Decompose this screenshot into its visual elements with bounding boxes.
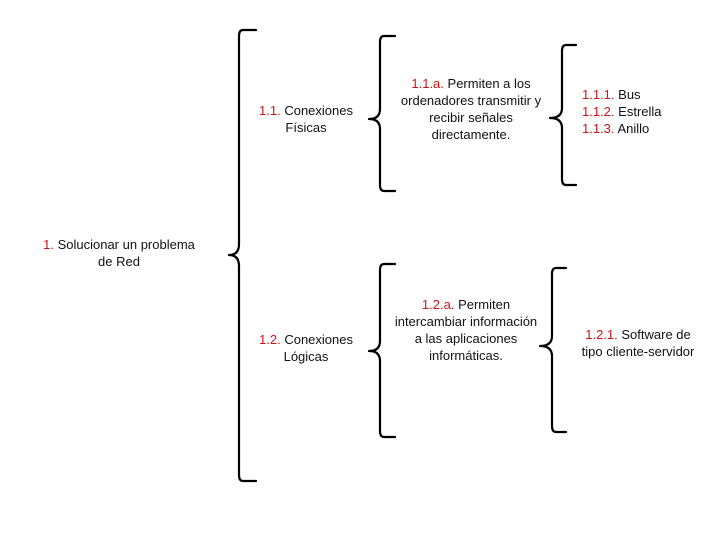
- logical-desc-line2: intercambiar información: [394, 314, 538, 329]
- physical-desc-line1: Permiten a los: [447, 76, 531, 91]
- list-item: 1.1.2. Estrella: [582, 103, 702, 120]
- list-item: 1.1.3. Anillo: [582, 120, 702, 137]
- brace-logical: [367, 262, 397, 439]
- physical-desc-number: 1.1.a.: [411, 76, 444, 91]
- logical-desc-line3: a las aplicaciones: [414, 331, 518, 346]
- physical-title-line1: Conexiones: [284, 103, 353, 118]
- physical-desc-node: 1.1.a. Permiten a los ordenadores transm…: [383, 75, 559, 143]
- physical-title-line2: Físicas: [285, 120, 327, 135]
- brace-physical-desc: [548, 43, 578, 187]
- brace-root: [227, 28, 258, 483]
- item-number: 1.2.1.: [585, 327, 618, 342]
- physical-desc-line3: recibir señales: [429, 110, 513, 125]
- logical-desc-line4: informáticas.: [429, 348, 503, 363]
- item-label-software-line2: tipo cliente-servidor: [581, 344, 695, 359]
- logical-desc-number: 1.2.a.: [421, 297, 455, 312]
- physical-desc-line2: ordenadores transmitir y: [400, 93, 542, 108]
- physical-items-list: 1.1.1. Bus 1.1.2. Estrella 1.1.3. Anillo: [582, 86, 702, 137]
- brace-physical: [367, 34, 397, 193]
- physical-desc-line4: directamente.: [431, 127, 511, 142]
- root-title-line1: Solucionar un problema: [57, 237, 195, 252]
- logical-node: 1.2. Conexiones Lógicas: [250, 331, 362, 365]
- item-label-anillo: Anillo: [617, 121, 650, 136]
- physical-node: 1.1. Conexiones Físicas: [250, 102, 362, 136]
- logical-number: 1.2.: [259, 332, 281, 347]
- logical-title-line2: Lógicas: [283, 349, 329, 364]
- logical-items-list: 1.2.1. Software de tipo cliente-servidor: [566, 326, 710, 360]
- logical-desc-line1: Permiten: [458, 297, 511, 312]
- root-number: 1.: [43, 237, 54, 252]
- item-number: 1.1.3.: [582, 121, 615, 136]
- item-number: 1.1.2.: [582, 104, 615, 119]
- item-label-estrella: Estrella: [618, 104, 662, 119]
- brace-logical-desc: [538, 266, 568, 434]
- logical-desc-node: 1.2.a. Permiten intercambiar información…: [380, 296, 552, 364]
- root-title-line2: de Red: [98, 254, 140, 269]
- logical-title-line1: Conexiones: [284, 332, 353, 347]
- item-number: 1.1.1.: [582, 87, 615, 102]
- list-item: 1.1.1. Bus: [582, 86, 702, 103]
- item-label-bus: Bus: [618, 87, 641, 102]
- physical-number: 1.1.: [259, 103, 281, 118]
- item-label-software-line1: Software de: [621, 327, 691, 342]
- root-node: 1. Solucionar un problema de Red: [28, 236, 210, 270]
